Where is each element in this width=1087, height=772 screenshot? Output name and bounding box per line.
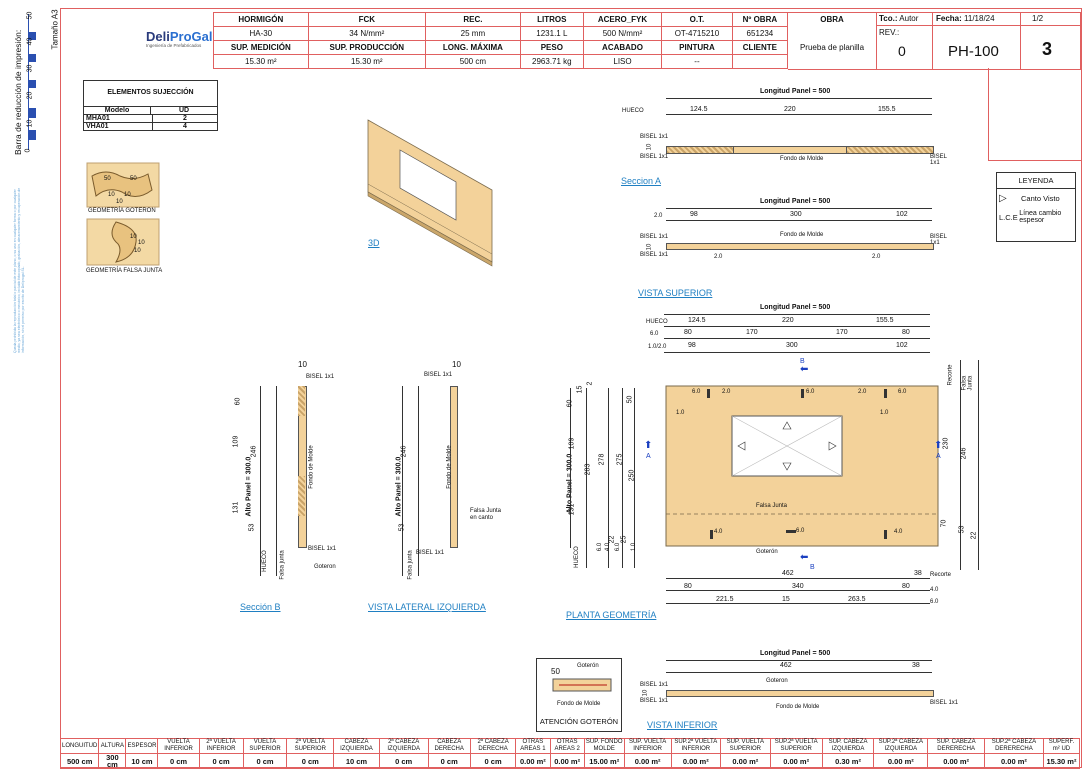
obra-label: OBRA [820,15,844,24]
scale-labels: 50 40 30 20 10 0 [24,11,34,153]
atencion-goteron: Goterón 50 Fondo de Molde ATENCIÓN GOTER… [536,658,622,732]
geometria-goteron: 50 50 10 10 10 GEOMETRÍA GOTERON [86,162,160,216]
link-planta[interactable]: PLANTA GEOMETRÍA [566,610,657,620]
link-vista-superior[interactable]: VISTA SUPERIOR [638,288,713,298]
planta-panel-graphic [665,385,939,547]
obra-value: Prueba de planilla [799,43,865,52]
goteron-geom-label: GEOMETRÍA GOTERON [88,208,156,214]
tco-label: Tco.: [879,14,898,23]
piece-number: 3 [1042,39,1053,59]
header-label: REC. [425,12,521,27]
seccion-b: 10 BISEL 1x1 Alto Panel = 300.0 60 109 2… [232,360,337,580]
leyenda-title: LEYENDA [997,173,1075,189]
arrow-b-bottom-icon: ⬅ [800,552,809,563]
title-block: OBRA Prueba de planilla Tco.: Autor Fech… [788,12,1081,70]
rev-value: 0 [898,43,906,59]
link-3d[interactable]: 3D [368,238,380,248]
falsa-geom-label: GEOMETRÍA FALSA JUNTA [86,268,163,274]
header-value: LISO [582,54,663,69]
planta-geometria: Longitud Panel = 500 HUECO 124.5 220 155… [566,304,979,605]
header-value [731,54,789,69]
side-strip: Barra de reducción de impresión: 50 40 3… [0,0,60,772]
goteron-detail-graphic [552,678,612,692]
seccion-b-alto: Alto Panel = 300.0 [245,456,253,517]
header-value: HA-30 [213,26,309,41]
reduction-scale [28,14,40,150]
canto-visto-icon: ▷ [999,193,1007,204]
header-value: 500 cm [425,54,521,69]
seccion-a: Longitud Panel = 500 HUECO 124.5 220 155… [622,88,947,166]
header-value: OT-4715210 [661,26,733,41]
arrow-a-right-icon: ⬆ [934,440,943,451]
lce-icon: L.C.E [999,212,1018,222]
link-seccion-b[interactable]: Sección B [240,602,281,612]
seccion-a-longitud: Longitud Panel = 500 [760,88,831,95]
fecha-label: Fecha: [936,14,962,23]
header-label: SUP. MEDICIÓN [213,40,309,55]
fecha-value: 11/18/24 [964,14,995,23]
link-vista-lateral[interactable]: VISTA LATERAL IZQUIERDA [368,602,486,612]
header-label: CLIENTE [731,40,789,55]
reduction-bar-title: Barra de reducción de impresión: [13,29,23,155]
paper-size: Tamaño A3 [50,9,60,50]
notes-box [988,68,1081,161]
arrow-a-left-icon: ⬆ [644,440,653,451]
header-value: 34 N/mm² [307,26,427,41]
header-label: FCK [307,12,427,27]
tco-value: Autor [899,14,919,23]
header-value: 15.30 m² [307,54,427,69]
link-vista-inferior[interactable]: VISTA INFERIOR [647,720,718,730]
falsa-junta-profile-graphic [86,218,160,266]
header-label: Nº OBRA [731,12,789,27]
atencion-title: ATENCIÓN GOTERÓN [539,717,619,726]
header-label: ACERO_FYK [582,12,663,27]
copyright-text: Queda prohibida la reproducción total o … [13,187,25,353]
header-label: LITROS [519,12,584,27]
header-value: 651234 [731,26,789,41]
goteron-profile-graphic [86,162,160,208]
company-logo: DeliProGal Ingeniería de Prefabricados [146,29,213,48]
piece-code: PH-100 [948,43,999,60]
header-label: PESO [519,40,584,55]
geometria-falsa-junta: 10 10 10 GEOMETRÍA FALSA JUNTA [86,218,163,276]
vista-inferior: Longitud Panel = 500 462 38 Goteron BISE… [640,650,959,710]
header-label: HORMIGÓN [213,12,309,27]
vista-lateral: 10 BISEL 1x1 Alto Panel = 300.0 246 53 F… [395,360,502,580]
header-label: LONG. MÁXIMA [425,40,521,55]
arrow-b-top-icon: ⬅ [800,364,809,375]
panel-3d-graphic [367,119,493,267]
header-value: 15.30 m² [213,54,309,69]
header-value: 25 mm [425,26,521,41]
vista-superior: Longitud Panel = 500 2.0 98 300 102 Fond… [640,198,947,260]
header-table: HORMIGÓN FCK REC. LITROS ACERO_FYK O.T. … [213,12,789,69]
header-value: 1231.1 L [519,26,584,41]
header-value: -- [661,54,733,69]
header-label: PINTURA [661,40,733,55]
header-label: O.T. [661,12,733,27]
header-value: 500 N/mm² [582,26,663,41]
header-value: 2963.71 kg [519,54,584,69]
header-label: SUP. PRODUCCIÓN [307,40,427,55]
rev-label: REV.: [879,28,900,37]
sheet-number: 1/2 [1032,14,1044,23]
header-label: ACABADO [582,40,663,55]
elementos-title: ELEMENTOS SUJECCIÓN [84,81,217,107]
link-seccion-a[interactable]: Seccion A [621,176,662,186]
